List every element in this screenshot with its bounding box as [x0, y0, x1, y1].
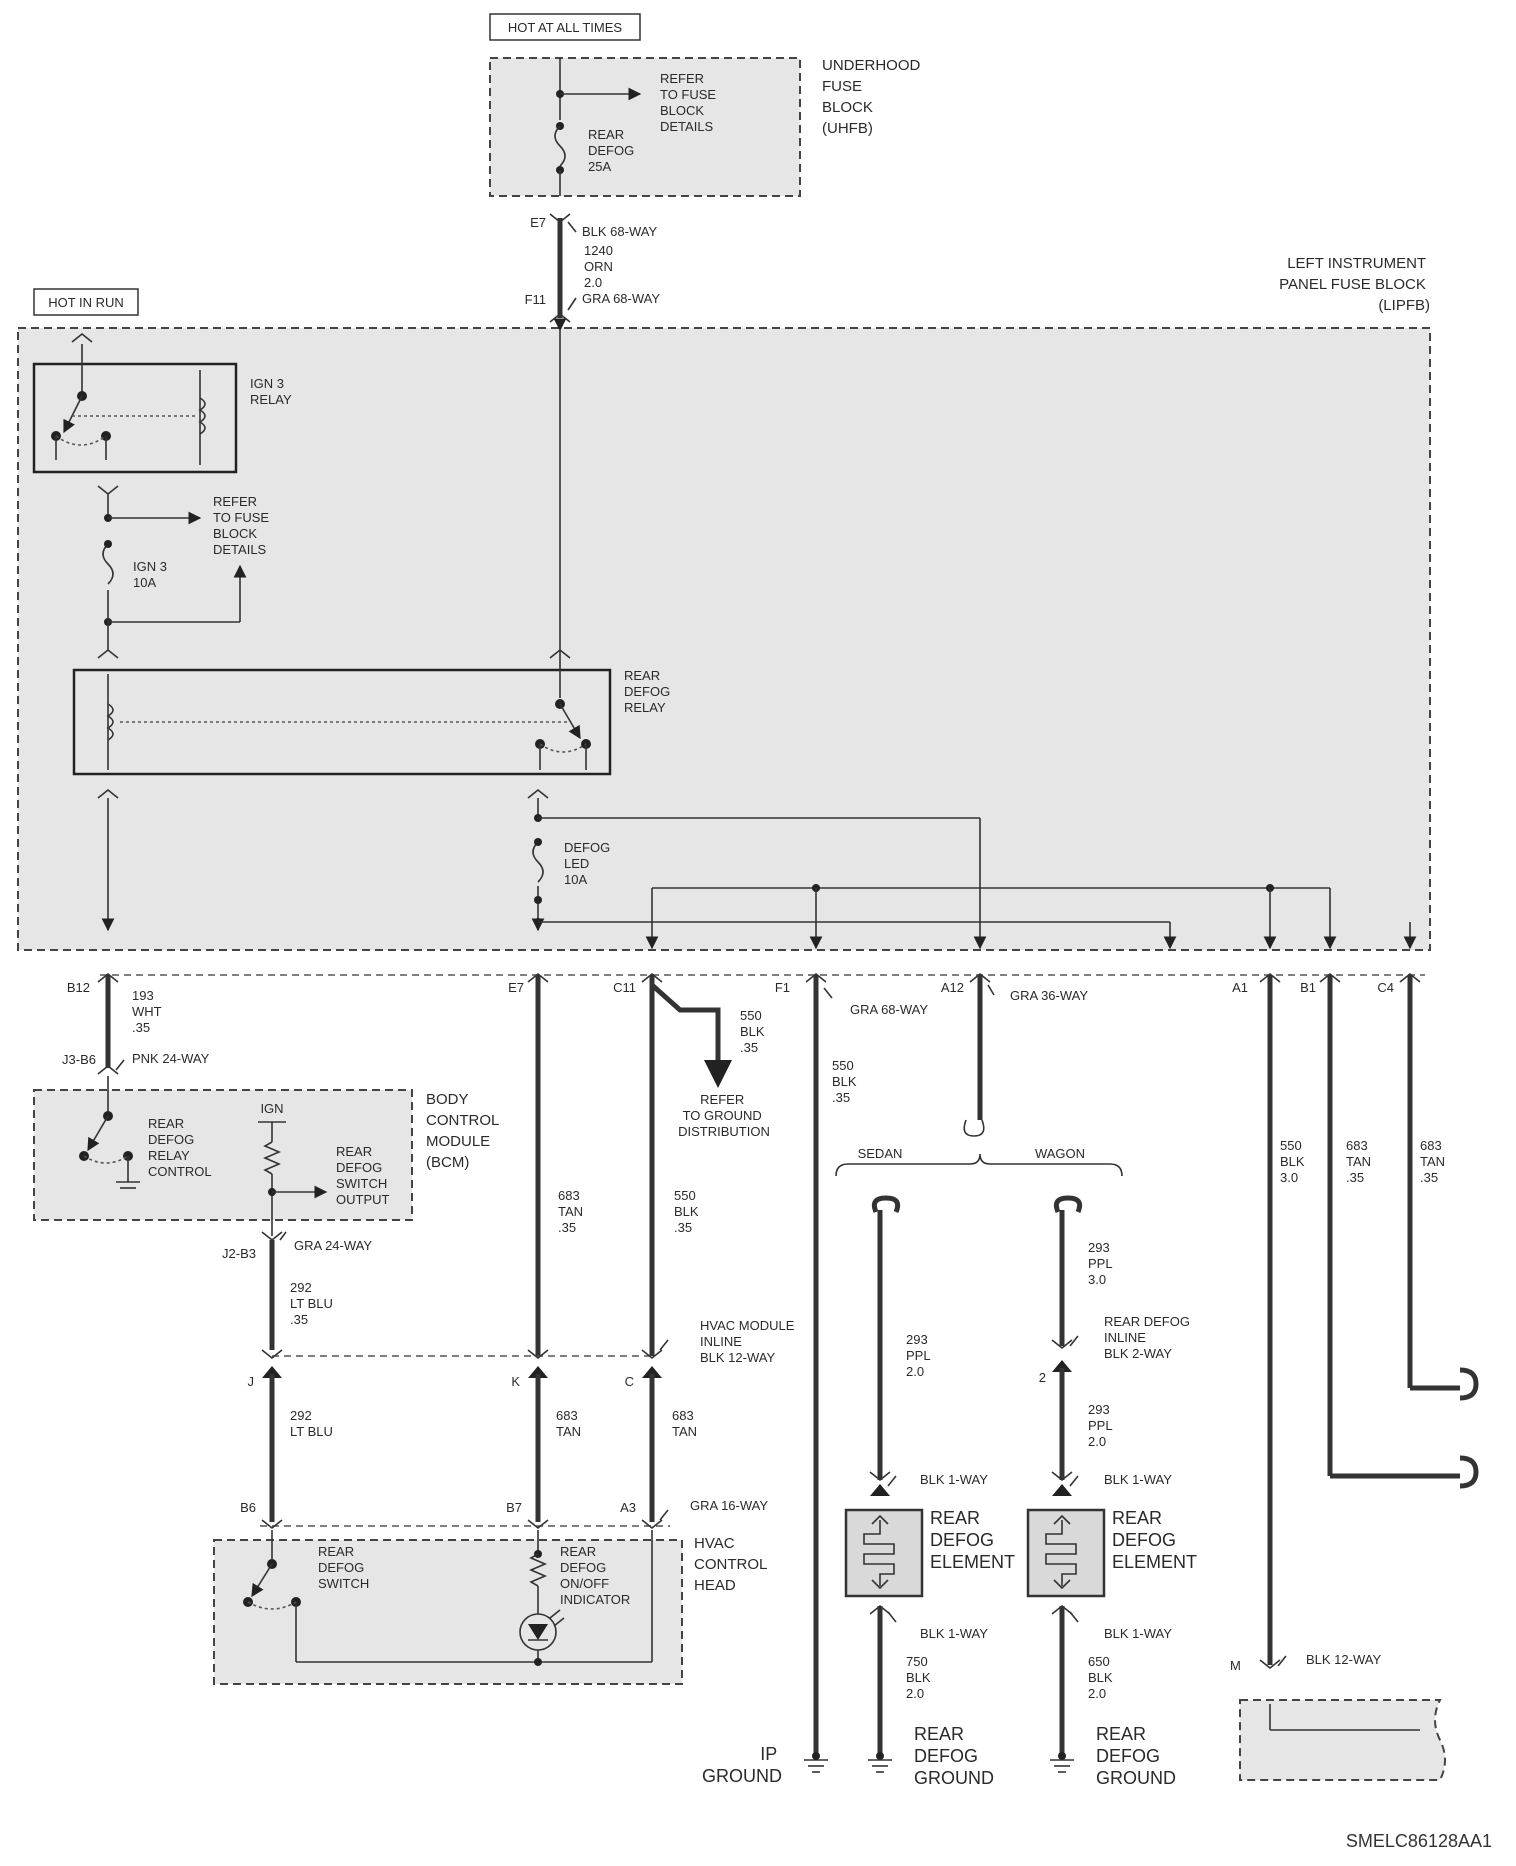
wire-550-f1-label: 550 BLK .35	[832, 1058, 860, 1105]
e7-connector-label: BLK 68-WAY	[582, 224, 657, 239]
wagon-label: WAGON	[1035, 1146, 1085, 1161]
bcm-name: BODY CONTROL MODULE (BCM)	[426, 1091, 503, 1171]
wire-292-lower-label: 292 LT BLU	[290, 1408, 333, 1439]
wire-293-wagon-upper-label: 293 PPL 3.0	[1088, 1240, 1116, 1287]
body-control-module	[33, 1089, 413, 1221]
pin-k: K	[511, 1374, 520, 1389]
wire-750-label: 750 BLK 2.0	[906, 1654, 934, 1701]
hvac-inline-label: HVAC MODULE INLINE BLK 12-WAY	[700, 1318, 798, 1365]
wire-292-upper-label: 292 LT BLU .35	[290, 1280, 337, 1327]
sedan-element-label: REAR DEFOG ELEMENT	[930, 1508, 1015, 1572]
pin-e7: E7	[508, 980, 524, 995]
pin-f1: F1	[775, 980, 790, 995]
pin-a12: A12	[941, 980, 964, 995]
wire-marks	[105, 975, 1460, 1755]
pin-2: 2	[1039, 1370, 1046, 1385]
pin-j2-b3: J2-B3	[222, 1246, 256, 1261]
lipfb-refer-text: REFER TO FUSE BLOCK DETAILS	[213, 494, 273, 557]
wagon-element-label: REAR DEFOG ELEMENT	[1112, 1508, 1197, 1572]
pin-b12: B12	[67, 980, 90, 995]
wire-650-label: 650 BLK 2.0	[1088, 1654, 1116, 1701]
head-connector-label: GRA 16-WAY	[690, 1498, 768, 1513]
sedan-element-upper-conn: BLK 1-WAY	[920, 1472, 988, 1487]
pin-m: M	[1230, 1658, 1241, 1673]
ign3-fuse-label: IGN 3 10A	[133, 559, 171, 590]
sedan-ground-label: REAR DEFOG GROUND	[914, 1724, 994, 1788]
wagon-split-hook	[1053, 1195, 1083, 1213]
pin-c11: C11	[613, 980, 636, 995]
pin-j3-b6: J3-B6	[62, 1052, 96, 1067]
hvac-control-head-name: HVAC CONTROL HEAD	[694, 1535, 771, 1594]
f1-connector-label: GRA 68-WAY	[850, 1002, 928, 1017]
sedan-element-lower-conn: BLK 1-WAY	[920, 1626, 988, 1641]
m-connector-partial-box	[1239, 1699, 1446, 1781]
wire-683-b1-label: 683 TAN .35	[1346, 1138, 1375, 1185]
c4-hook	[1459, 1367, 1479, 1401]
rear-defog-relay-label: REAR DEFOG RELAY	[624, 668, 674, 715]
sedan-rear-defog-element	[844, 1508, 924, 1598]
a12-connector-label: GRA 36-WAY	[1010, 988, 1088, 1003]
uhfb-refer-text: REFER TO FUSE BLOCK DETAILS	[660, 71, 720, 134]
on-off-indicator-label: REAR DEFOG ON/OFF INDICATOR	[560, 1544, 630, 1607]
wagon-element-upper-conn: BLK 1-WAY	[1104, 1472, 1172, 1487]
bcm-relay-control-label: REAR DEFOG RELAY CONTROL	[148, 1116, 212, 1179]
uhfb-name: UNDERHOOD FUSE BLOCK (UHFB)	[822, 57, 925, 137]
wire-293-sedan-label: 293 PPL 2.0	[906, 1332, 934, 1379]
wire-683-c-label: 683 TAN	[672, 1408, 697, 1439]
pin-j: J	[248, 1374, 255, 1389]
bcm-switch-output-label: REAR DEFOG SWITCH OUTPUT	[336, 1144, 391, 1207]
lipfb-name: LEFT INSTRUMENT PANEL FUSE BLOCK (LIPFB)	[1279, 255, 1430, 314]
wire-683-c4-label: 683 TAN .35	[1420, 1138, 1449, 1185]
f11-connector-label: GRA 68-WAY	[582, 291, 660, 306]
rear-defog-inline-label: REAR DEFOG INLINE BLK 2-WAY	[1104, 1314, 1194, 1361]
wire-683-k-label: 683 TAN	[556, 1408, 581, 1439]
wagon-ground-label: REAR DEFOG GROUND	[1096, 1724, 1176, 1788]
pin-labels-row: B12 E7 C11 F1 A12 A1 B1 C4	[67, 980, 1394, 995]
hvac-control-head	[213, 1539, 683, 1685]
underhood-fuse-block	[489, 57, 801, 197]
sedan-label: SEDAN	[858, 1146, 903, 1161]
pin-b6: B6	[240, 1500, 256, 1515]
bcm-ign-label: IGN	[260, 1101, 283, 1116]
wire-683-e7-label: 683 TAN .35	[558, 1188, 587, 1235]
rear-defog-25a-fuse-label: REAR DEFOG 25A	[588, 127, 638, 174]
diagram-code: SMELC86128AA1	[1345, 1831, 1492, 1851]
m-connector-label: BLK 12-WAY	[1306, 1652, 1381, 1667]
wire-550-a1-label: 550 BLK 3.0	[1280, 1138, 1308, 1185]
left-instrument-panel-fuse-block	[17, 327, 1431, 951]
hot-in-run-label	[33, 288, 139, 316]
pin-a1: A1	[1232, 980, 1248, 995]
hot-at-all-times-text: HOT AT ALL TIMES	[508, 20, 622, 35]
wire-193-label: 193 WHT .35	[132, 988, 165, 1035]
hot-in-run-text: HOT IN RUN	[48, 295, 124, 310]
wagon-rear-defog-element	[1026, 1508, 1106, 1598]
rear-defog-switch-label: REAR DEFOG SWITCH	[318, 1544, 369, 1591]
wagon-element-lower-conn: BLK 1-WAY	[1104, 1626, 1172, 1641]
sedan-split-hook	[871, 1195, 901, 1213]
pin-c4: C4	[1377, 980, 1394, 995]
pin-b7: B7	[506, 1500, 522, 1515]
pin-f11: F11	[525, 292, 546, 307]
wire-1240-label: 1240 ORN 2.0	[584, 243, 617, 290]
defog-led-fuse-label: DEFOG LED 10A	[564, 840, 614, 887]
ign3-relay	[32, 362, 238, 474]
pin-e7-upper: E7	[530, 215, 546, 230]
hot-at-all-times-label	[489, 13, 641, 41]
j3-connector-label: PNK 24-WAY	[132, 1051, 210, 1066]
pin-a3: A3	[620, 1500, 636, 1515]
b1-hook	[1459, 1455, 1479, 1489]
ip-ground-label: IP GROUND	[702, 1744, 782, 1786]
wire-550-c11-label: 550 BLK .35	[674, 1188, 702, 1235]
pin-c: C	[625, 1374, 634, 1389]
ground-distribution-ref: REFER TO GROUND DISTRIBUTION	[678, 1092, 770, 1139]
ign3-relay-label: IGN 3 RELAY	[250, 376, 292, 407]
pin-b1: B1	[1300, 980, 1316, 995]
rear-defog-relay	[72, 668, 612, 776]
wire-550-ground-label: 550 BLK .35	[740, 1008, 768, 1055]
j2-connector-label: GRA 24-WAY	[294, 1238, 372, 1253]
wire-293-wagon-lower-label: 293 PPL 2.0	[1088, 1402, 1116, 1449]
